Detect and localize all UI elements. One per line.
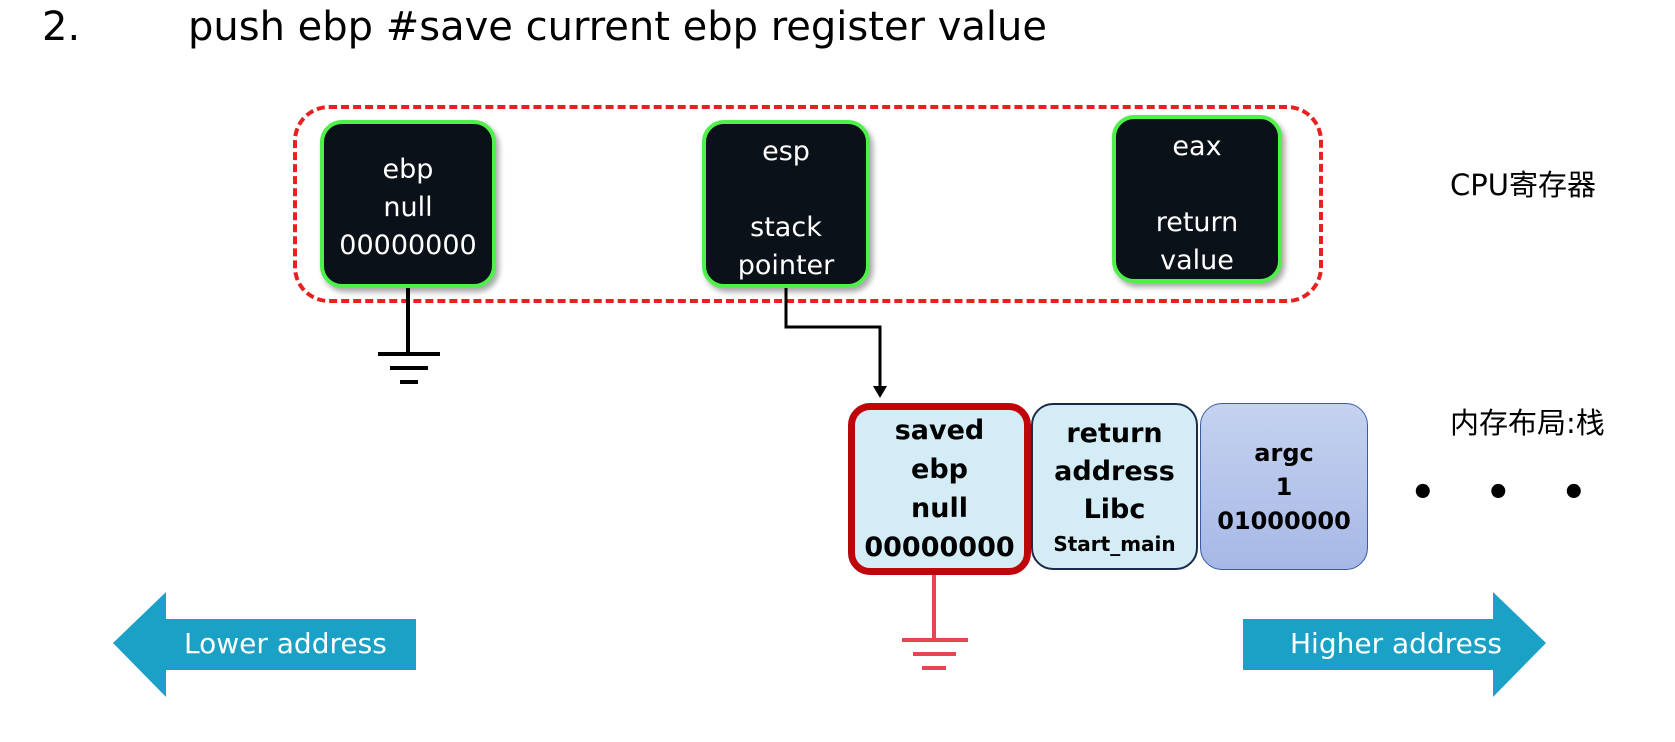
- ebp-register-value: null: [383, 192, 433, 223]
- saved-ebp-line-4: 00000000: [864, 532, 1015, 563]
- cpu-registers-label: CPU寄存器: [1450, 168, 1596, 202]
- esp-register-desc-1: stack: [750, 212, 822, 243]
- lower-address-label: Lower address: [184, 627, 387, 660]
- return-address-line-3: Libc: [1083, 493, 1146, 525]
- esp-pointer-arrow: [784, 288, 887, 398]
- step-number: 2.: [42, 4, 81, 50]
- lower-address-arrow: [113, 592, 416, 697]
- eax-register: eax return value: [1112, 115, 1282, 283]
- esp-register-desc-2: pointer: [737, 250, 835, 281]
- ellipsis: • • •: [1410, 470, 1605, 516]
- argc-line-1: argc: [1254, 438, 1314, 467]
- higher-address-arrow: [1243, 592, 1546, 697]
- eax-register-desc-2: value: [1160, 245, 1234, 276]
- return-address-line-4: Start_main: [1053, 531, 1176, 556]
- saved-ebp-ground-icon: [902, 575, 968, 670]
- ebp-register-name: ebp: [382, 154, 434, 185]
- eax-register-name: eax: [1172, 131, 1222, 162]
- saved-ebp-line-3: null: [911, 493, 968, 524]
- memory-layout-label: 内存布局:栈: [1450, 406, 1605, 440]
- cpu-register-group: [293, 105, 1323, 303]
- saved-ebp-line-2: ebp: [911, 454, 968, 485]
- eax-register-desc-1: return: [1155, 207, 1239, 238]
- argc-line-2: 1: [1275, 472, 1293, 501]
- higher-address-label: Higher address: [1290, 627, 1502, 660]
- return-address-line-2: address: [1054, 455, 1175, 487]
- ebp-register: ebp null 00000000: [320, 120, 496, 288]
- step-title: push ebp #save current ebp register valu…: [188, 4, 1047, 50]
- return-address-cell: return address Libc Start_main: [1031, 403, 1198, 570]
- saved-ebp-line-1: saved: [894, 415, 985, 446]
- esp-register-name: esp: [762, 136, 810, 167]
- saved-ebp-cell: saved ebp null 00000000: [848, 403, 1031, 575]
- return-address-line-1: return: [1066, 417, 1163, 449]
- esp-register: esp stack pointer: [702, 120, 870, 288]
- argc-line-3: 01000000: [1217, 506, 1351, 535]
- ebp-ground-icon: [378, 288, 440, 384]
- argc-cell: argc 1 01000000: [1200, 403, 1368, 570]
- ebp-register-hex: 00000000: [339, 230, 477, 261]
